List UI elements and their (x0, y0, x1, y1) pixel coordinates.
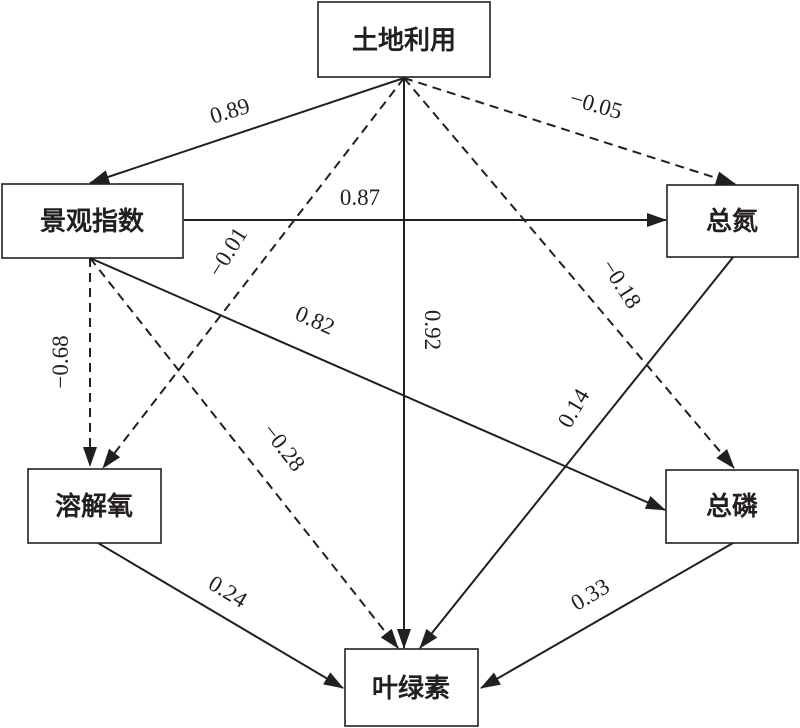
coef-landscape-to-dissolved-oxygen: −0.68 (48, 335, 73, 388)
node-dissolved-oxygen-label: 溶解氧 (55, 491, 133, 522)
edges (83, 77, 736, 689)
edge-land-to-total-nitrogen (403, 77, 736, 185)
node-total-nitrogen: 总氮 (666, 184, 799, 258)
coef-land-to-total-nitrogen: −0.05 (567, 85, 625, 124)
edge-land-to-landscape (89, 77, 405, 184)
coef-landscape-to-total-phosphorus: 0.82 (292, 301, 339, 340)
node-land-use-label: 土地利用 (352, 26, 456, 56)
coef-land-to-chlorophyll: 0.92 (420, 310, 445, 350)
coef-total-nitrogen-to-chlorophyll: 0.14 (553, 384, 595, 432)
coef-landscape-to-total-nitrogen: 0.87 (340, 185, 380, 210)
coef-landscape-to-chlorophyll: −0.28 (258, 419, 310, 476)
edge-landscape-to-total-phosphorus (89, 257, 666, 511)
node-total-phosphorus-label: 总磷 (706, 492, 758, 522)
node-chlorophyll-label: 叶绿素 (372, 674, 450, 704)
node-landscape-index-label: 景观指数 (40, 207, 145, 237)
node-dissolved-oxygen: 溶解氧 (27, 468, 162, 544)
coef-total-phosphorus-to-chlorophyll: 0.33 (566, 573, 613, 615)
edge-land-to-total-phosphorus (403, 77, 735, 469)
edge-total-nitrogen-to-chlorophyll (419, 255, 735, 649)
coef-land-to-total-phosphorus: −0.18 (596, 255, 646, 313)
edge-landscape-to-chlorophyll (89, 257, 399, 649)
edge-dissolved-oxygen-to-chlorophyll (97, 542, 344, 689)
node-chlorophyll: 叶绿素 (344, 648, 479, 727)
edge-total-phosphorus-to-chlorophyll (480, 542, 734, 689)
node-total-phosphorus: 总磷 (665, 469, 799, 544)
coef-dissolved-oxygen-to-chlorophyll: 0.24 (204, 570, 252, 612)
coef-land-to-landscape: 0.89 (207, 93, 253, 129)
node-landscape-index: 景观指数 (1, 183, 184, 259)
edge-land-to-dissolved-oxygen (102, 77, 405, 469)
node-total-nitrogen-label: 总氮 (706, 207, 758, 237)
node-land-use: 土地利用 (317, 1, 491, 78)
coef-land-to-dissolved-oxygen: −0.01 (203, 223, 252, 281)
